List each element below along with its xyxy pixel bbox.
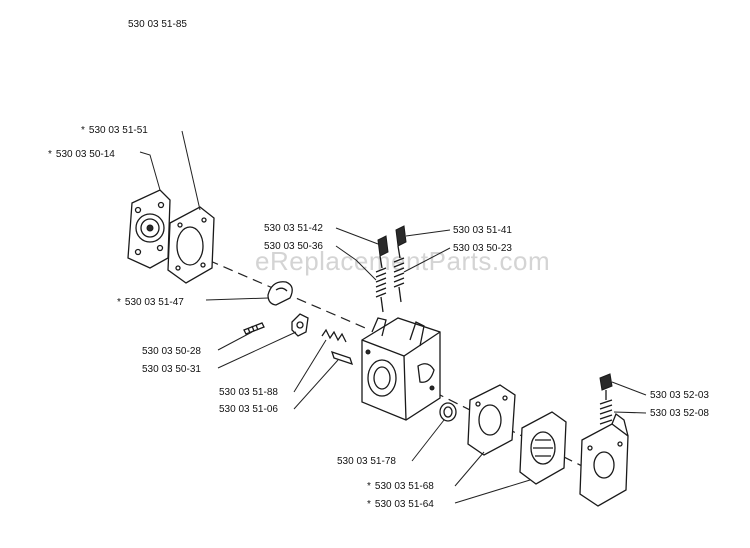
part-label-530-03-51-47: *530 03 51-47 <box>117 297 269 308</box>
pump-gasket-part <box>167 206 215 284</box>
part-label-530-03-50-31: 530 03 50-31 <box>142 331 297 375</box>
svg-text:*530 03 51-47: *530 03 51-47 <box>117 297 184 308</box>
part-label-530-03-51-06: 530 03 51-06 <box>219 359 339 415</box>
part-label-530-03-50-36: 530 03 50-36 <box>264 241 377 281</box>
metering-gasket-part <box>467 384 516 456</box>
part-label-530-03-50-23: 530 03 50-23 <box>403 243 512 273</box>
cover-screw-part <box>599 373 613 400</box>
part-label-530-03-51-42: 530 03 51-42 <box>264 223 379 245</box>
svg-text:*530 03 51-68: *530 03 51-68 <box>367 481 434 492</box>
svg-text:530 03 51-42: 530 03 51-42 <box>264 223 323 234</box>
svg-text:530 03 50-23: 530 03 50-23 <box>453 243 512 254</box>
part-label-530-03-51-51: *530 03 51-51 <box>81 125 201 211</box>
metering-cover-part <box>579 412 629 507</box>
inlet-plug-part <box>439 402 457 422</box>
svg-text:530 03 50-31: 530 03 50-31 <box>142 364 201 375</box>
part-label-530-03-52-08: 530 03 52-08 <box>613 408 709 419</box>
screw-part <box>243 322 265 335</box>
assembly-number: 530 03 51-85 <box>128 19 187 30</box>
metering-lever-part <box>291 313 309 337</box>
svg-text:530 03 52-03: 530 03 52-03 <box>650 390 709 401</box>
part-label-530-03-52-03: 530 03 52-03 <box>611 381 709 401</box>
svg-text:*530 03 51-64: *530 03 51-64 <box>367 499 434 510</box>
svg-text:530 03 52-08: 530 03 52-08 <box>650 408 709 419</box>
adjusting-needle-right-part <box>393 225 407 303</box>
metering-diaphragm-part <box>519 411 567 485</box>
part-label-530-03-50-14: *530 03 50-14 <box>48 149 161 191</box>
part-label-530-03-51-68: *530 03 51-68 <box>367 451 485 492</box>
part-label-530-03-51-64: *530 03 51-64 <box>367 479 531 510</box>
needle-part <box>330 350 354 366</box>
adjusting-needle-left-part <box>375 235 389 313</box>
svg-text:530 03 51-41: 530 03 51-41 <box>453 225 512 236</box>
part-label-530-03-50-28: 530 03 50-28 <box>142 331 253 357</box>
svg-text:530 03 50-28: 530 03 50-28 <box>142 346 201 357</box>
part-label-530-03-51-78: 530 03 51-78 <box>337 419 445 467</box>
carburetor-body-part <box>361 317 441 421</box>
watermark: eReplacementParts.com <box>255 246 550 276</box>
pump-cover-part <box>127 189 171 269</box>
part-label-530-03-51-41: 530 03 51-41 <box>405 225 512 237</box>
cover-spring-part <box>599 399 613 425</box>
svg-text:*530 03 50-14: *530 03 50-14 <box>48 149 115 160</box>
spring-part <box>321 328 347 343</box>
svg-text:530 03 51-06: 530 03 51-06 <box>219 404 278 415</box>
svg-text:530 03 51-88: 530 03 51-88 <box>219 387 278 398</box>
throttle-lever-part <box>267 281 293 306</box>
svg-text:*530 03 51-51: *530 03 51-51 <box>81 125 148 136</box>
svg-text:530 03 51-78: 530 03 51-78 <box>337 456 396 467</box>
part-label-530-03-51-88: 530 03 51-88 <box>219 339 327 398</box>
svg-text:530 03 50-36: 530 03 50-36 <box>264 241 323 252</box>
